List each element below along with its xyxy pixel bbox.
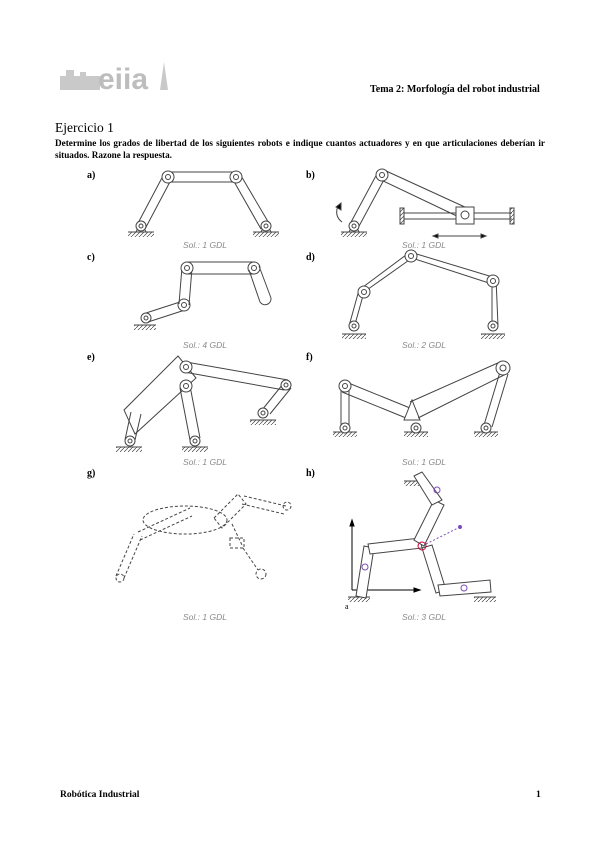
mechanism-g xyxy=(115,493,292,583)
figure-label-a: a) xyxy=(87,170,96,181)
mechanism-h xyxy=(348,471,496,602)
mechanism-e xyxy=(116,355,292,452)
figure-label-c: c) xyxy=(87,252,95,263)
mechanism-c xyxy=(134,261,272,330)
header-title: Tema 2: Morfología del robot industrial xyxy=(370,84,540,95)
svg-text:eiia: eiia xyxy=(98,63,148,94)
eiia-logo: eiia xyxy=(60,62,168,94)
mechanism-f xyxy=(333,360,511,437)
figure-label-f: f) xyxy=(306,352,313,363)
mechanism-a xyxy=(128,170,279,237)
figure-label-d: d) xyxy=(306,252,315,263)
footer-page-number: 1 xyxy=(536,790,541,800)
footer-course: Robótica Industrial xyxy=(60,790,140,800)
exercise-title: Ejercicio 1 xyxy=(55,120,114,135)
solution-d: Sol.: 2 GDL xyxy=(402,340,446,350)
solution-g: Sol.: 1 GDL xyxy=(183,612,227,622)
mechanism-d xyxy=(342,249,505,339)
exercise-statement: Determine los grados de libertad de los … xyxy=(55,138,545,160)
figure-label-h: h) xyxy=(306,468,315,479)
solution-h: Sol.: 3 GDL xyxy=(402,612,446,622)
figure-label-b: b) xyxy=(306,170,315,181)
solution-a: Sol.: 1 GDL xyxy=(183,240,227,250)
solution-f: Sol.: 1 GDL xyxy=(402,457,446,467)
point-label-a: a xyxy=(345,602,349,611)
figure-label-g: g) xyxy=(87,468,96,479)
figure-label-e: e) xyxy=(87,352,95,363)
mechanism-b xyxy=(335,168,515,239)
solution-c: Sol.: 4 GDL xyxy=(183,340,227,350)
solution-b: Sol.: 1 GDL xyxy=(402,240,446,250)
solution-e: Sol.: 1 GDL xyxy=(183,457,227,467)
